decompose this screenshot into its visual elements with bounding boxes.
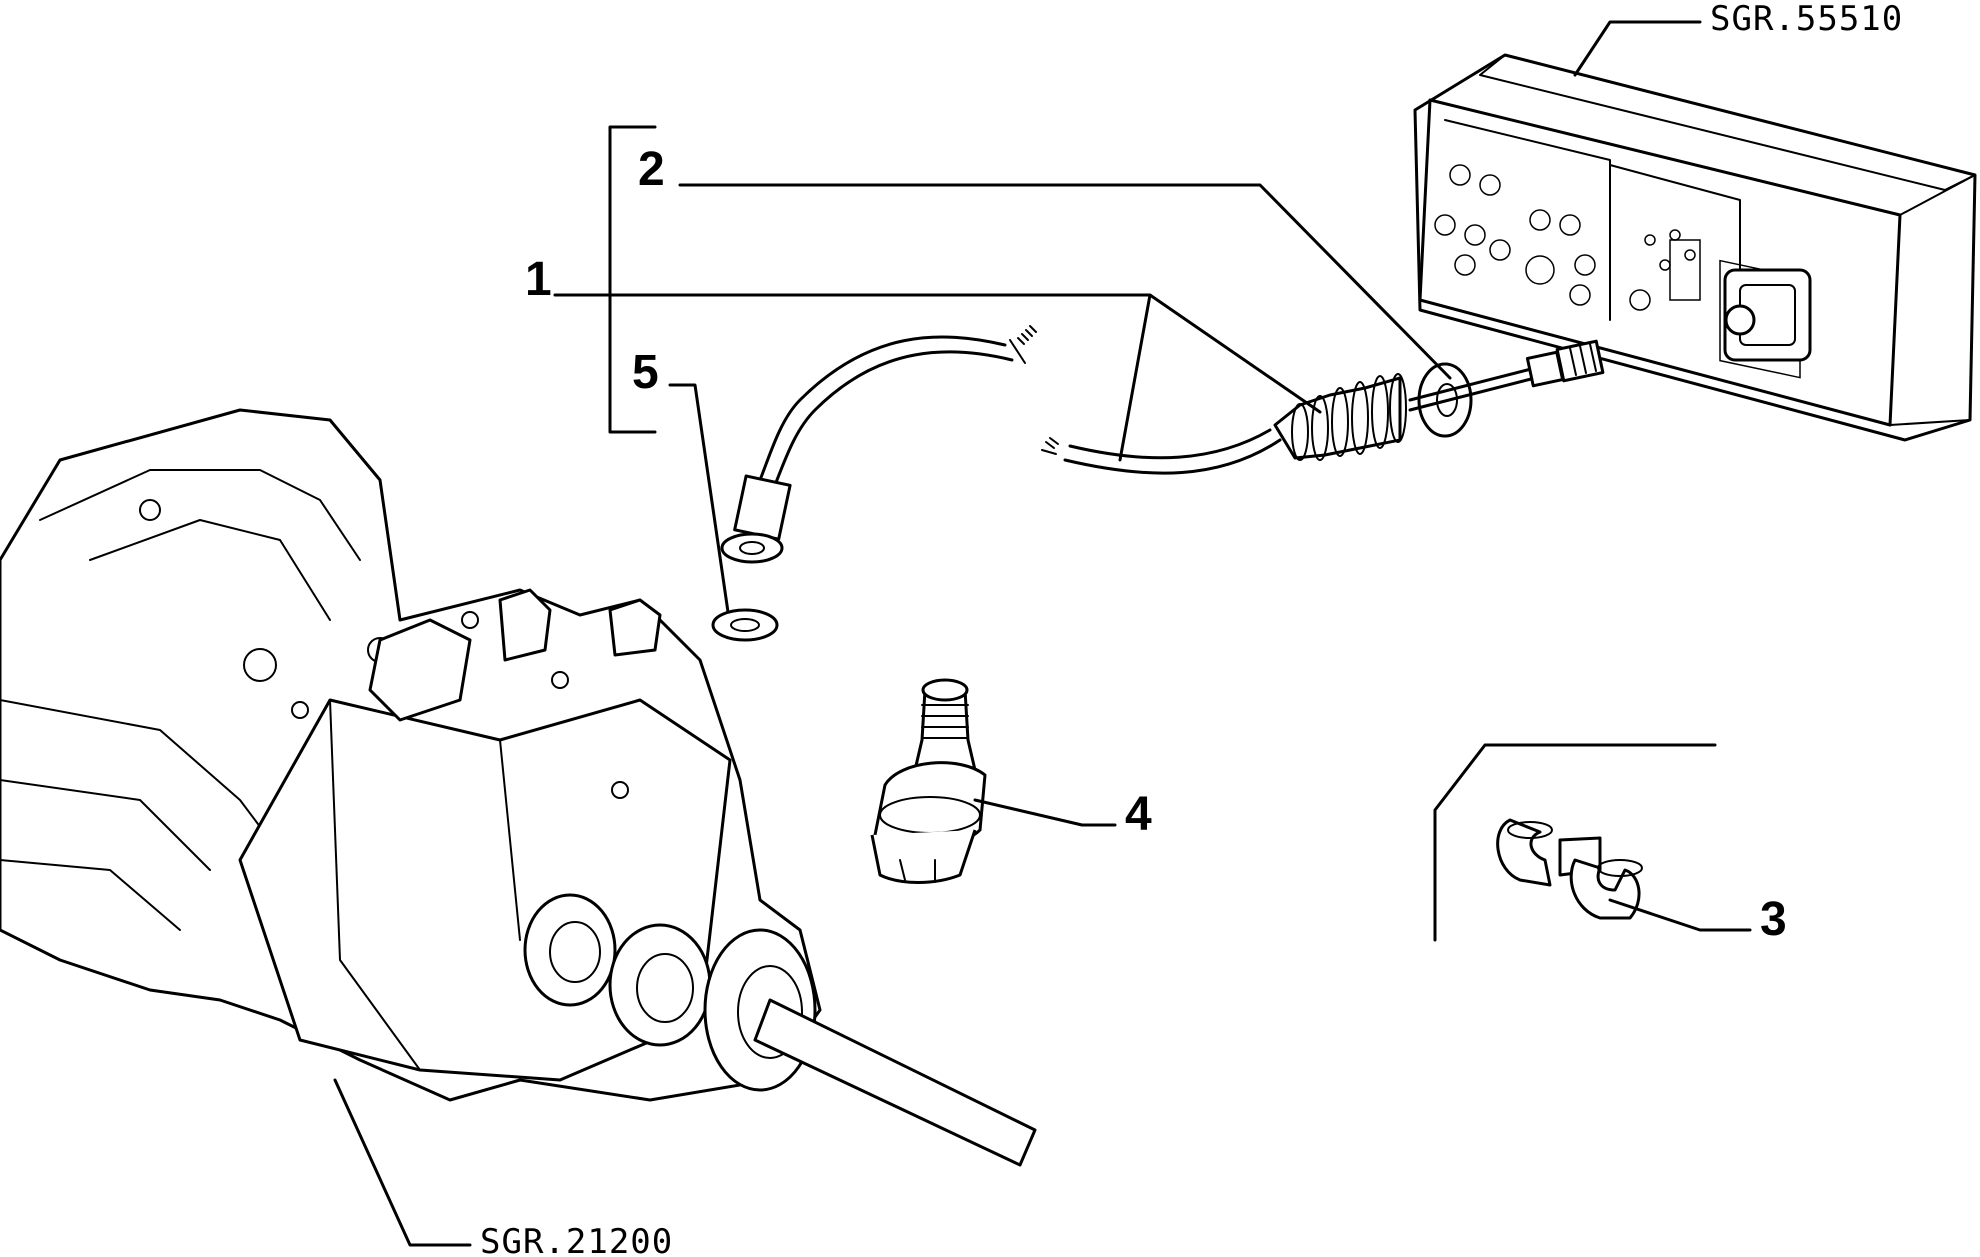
gearbox-drawing	[0, 408, 1037, 1167]
callout-5: 5	[632, 346, 659, 399]
leader-4	[973, 798, 1117, 827]
callout-1: 1	[525, 253, 552, 306]
ref-sgr-55510: SGR.55510	[1710, 0, 1903, 39]
leader-1-branch	[1118, 293, 1152, 462]
leader-5	[668, 383, 730, 614]
leader-2	[678, 183, 1452, 380]
group-bracket	[608, 125, 657, 434]
callout-2: 2	[638, 143, 665, 196]
instrument-cluster-drawing	[1413, 53, 1977, 442]
ref-sgr-21200: SGR.21200	[480, 1222, 673, 1257]
callout-3: 3	[1760, 893, 1787, 946]
speed-sensor-drawing	[870, 678, 987, 884]
speedometer-cable-drawing	[720, 325, 1605, 564]
washer-drawing	[711, 608, 779, 642]
leader-lines	[333, 20, 1752, 1247]
leader-3	[1608, 898, 1752, 932]
leader-sgr-21200	[333, 1078, 472, 1247]
leader-sgr-55510	[1573, 20, 1702, 77]
clip-group-bracket	[1433, 743, 1717, 942]
callout-4: 4	[1125, 788, 1152, 841]
